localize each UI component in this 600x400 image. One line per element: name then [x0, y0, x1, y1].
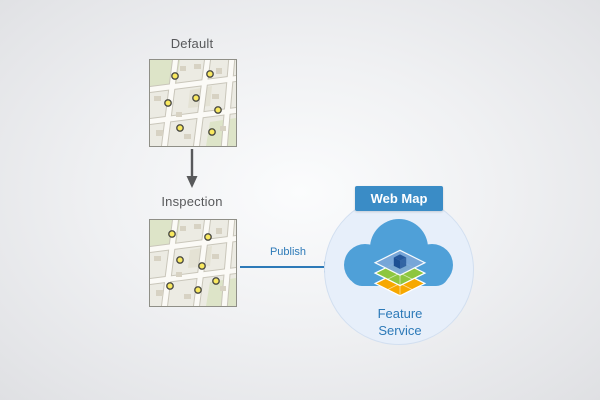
publish-edge-label: Publish — [269, 246, 307, 258]
layers-icon — [373, 249, 427, 297]
map-point-marker — [176, 124, 184, 132]
map-point-marker — [212, 277, 220, 285]
feature-service-label: Feature Service — [377, 306, 423, 338]
map-point-marker — [171, 72, 179, 80]
map-point-marker — [192, 94, 200, 102]
map-point-marker — [208, 128, 216, 136]
web-map-badge: Web Map — [355, 186, 443, 211]
default-map-label: Default — [170, 36, 214, 51]
map-point-marker — [198, 262, 206, 270]
map-point-marker — [166, 282, 174, 290]
map-point-marker — [206, 70, 214, 78]
inspection-map-image — [150, 220, 236, 306]
arrow-right-icon — [240, 261, 335, 273]
map-point-marker — [194, 286, 202, 294]
inspection-map-thumbnail — [149, 219, 237, 307]
map-point-marker — [168, 230, 176, 238]
map-point-marker — [176, 256, 184, 264]
cube-glyph — [393, 254, 407, 269]
map-point-marker — [204, 233, 212, 241]
default-map-image — [150, 60, 236, 146]
map-point-marker — [164, 99, 172, 107]
inspection-map-label: Inspection — [161, 194, 223, 209]
map-point-marker — [214, 106, 222, 114]
default-map-thumbnail — [149, 59, 237, 147]
arrow-down-icon — [186, 149, 198, 188]
